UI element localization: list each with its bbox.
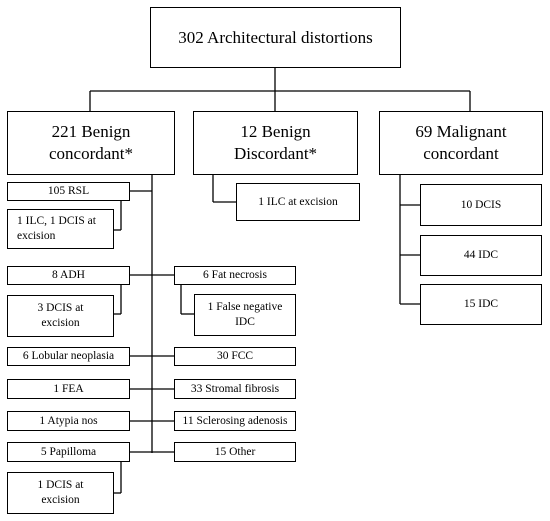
leaf-label: 11 Sclerosing adenosis — [182, 414, 288, 427]
leaf-node: 105 RSL — [7, 182, 130, 201]
malignant-concordant-node: 69 Malignant concordant — [379, 111, 543, 175]
leaf-label: 6 Lobular neoplasia — [22, 350, 115, 362]
leaf-label: 1 Atypia nos — [39, 414, 98, 427]
leaf-node: 15 Other — [174, 442, 296, 462]
leaf-label: 1 False negative IDC — [207, 301, 283, 328]
leaf-label: 30 FCC — [216, 350, 254, 362]
leaf-label: 1 ILC at excision — [258, 195, 338, 208]
leaf-node: 6 Lobular neoplasia — [7, 347, 130, 366]
leaf-label: 44 IDC — [463, 249, 499, 261]
leaf-label: 15 Other — [214, 445, 256, 458]
leaf-node: 1 False negative IDC — [194, 294, 296, 336]
leaf-node: 1 Atypia nos — [7, 411, 130, 431]
leaf-label: 33 Stromal fibrosis — [190, 382, 280, 395]
leaf-label: 5 Papilloma — [40, 445, 97, 458]
leaf-label: 8 ADH — [52, 269, 85, 281]
leaf-label: 6 Fat necrosis — [203, 269, 267, 281]
benign-concordant-node: 221 Benign concordant* — [7, 111, 175, 175]
leaf-node: 1 ILC, 1 DCIS at excision — [7, 209, 114, 249]
leaf-node: 6 Fat necrosis — [174, 266, 296, 285]
leaf-label: 1 FEA — [53, 382, 84, 395]
benign-discordant-node: 12 Benign Discordant* — [193, 111, 358, 175]
leaf-node: 5 Papilloma — [7, 442, 130, 462]
malignant-concordant-label: 69 Malignant concordant — [415, 122, 507, 163]
leaf-node: 44 IDC — [420, 235, 542, 276]
leaf-label: 1 DCIS at excision — [37, 479, 84, 506]
benign-discordant-label: 12 Benign Discordant* — [233, 122, 318, 163]
leaf-node: 11 Sclerosing adenosis — [174, 411, 296, 431]
leaf-node: 10 DCIS — [420, 184, 542, 226]
leaf-node: 33 Stromal fibrosis — [174, 379, 296, 399]
leaf-node: 15 IDC — [420, 284, 542, 325]
leaf-label: 105 RSL — [47, 185, 90, 197]
benign-concordant-label: 221 Benign concordant* — [48, 122, 134, 163]
root-label: 302 Architectural distortions — [178, 27, 373, 47]
leaf-node: 30 FCC — [174, 347, 296, 366]
leaf-node: 1 DCIS at excision — [7, 472, 114, 514]
leaf-node: 8 ADH — [7, 266, 130, 285]
root-node: 302 Architectural distortions — [150, 7, 401, 68]
leaf-label: 15 IDC — [463, 298, 499, 310]
leaf-label: 10 DCIS — [460, 198, 502, 211]
leaf-node: 3 DCIS at excision — [7, 295, 114, 337]
leaf-node: 1 FEA — [7, 379, 130, 399]
leaf-node: 1 ILC at excision — [236, 183, 360, 221]
leaf-label: 1 ILC, 1 DCIS at excision — [17, 215, 96, 242]
leaf-label: 3 DCIS at excision — [37, 302, 84, 329]
